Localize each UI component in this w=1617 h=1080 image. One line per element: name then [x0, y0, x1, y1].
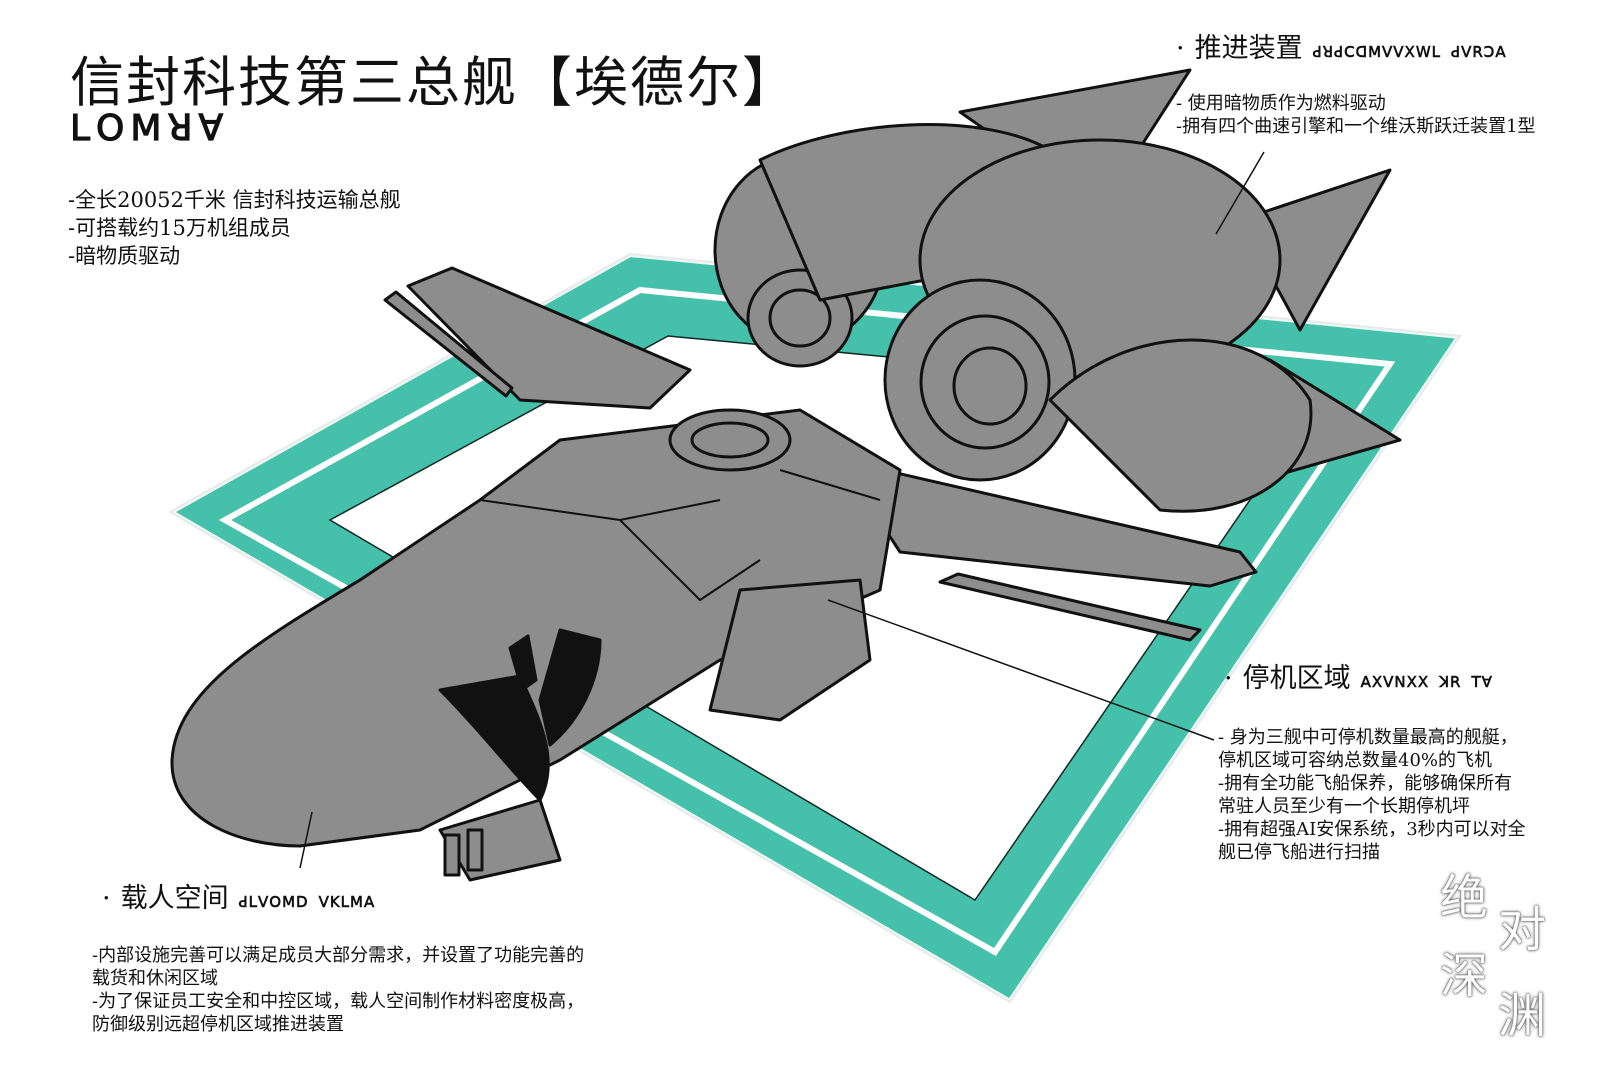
- dock-heading-text: 停机区域: [1242, 663, 1351, 694]
- spec-list: -全长20052千米 信封科技运输总舰 -可搭载约15万机组成员 -暗物质驱动: [68, 186, 401, 270]
- dock-line: 停机区域可容纳总数量40%的飞机: [1218, 750, 1493, 771]
- dock-line: 舰已停飞船进行扫描: [1218, 842, 1380, 863]
- dock-line: -拥有超强AI安保系统，3秒内可以对全: [1218, 819, 1526, 840]
- dock-line: -拥有全功能飞船保养，能够确保所有: [1218, 773, 1513, 794]
- cabin-script: ꓒꓡꓦꓳꓟꓓ ꓦꓗꓡꓟꓮ: [238, 893, 376, 911]
- engine-line: -拥有四个曲速引擎和一个维沃斯跃迁装置1型: [1176, 116, 1536, 137]
- title-script: ꓡꓳꓟꓤꓯ: [70, 108, 230, 149]
- watermark-char: 深: [1440, 948, 1489, 1004]
- dock-line: 常驻人员至少有一个长期停机坪: [1218, 796, 1470, 817]
- callout-lines: [299, 151, 1265, 869]
- cabin-heading-text: 载人空间: [120, 883, 229, 914]
- dock-desc: - 身为三舰中可停机数量最高的舰艇， 停机区域可容纳总数量40%的飞机 -拥有全…: [1218, 726, 1526, 864]
- starship: [170, 68, 1402, 882]
- dock-line: - 身为三舰中可停机数量最高的舰艇，: [1218, 727, 1518, 748]
- cabin-desc: -内部设施完善可以满足成员大部分需求，并设置了功能完善的 载货和休闲区域 -为了…: [92, 944, 584, 1036]
- engine-heading-text: 推进装置: [1194, 33, 1303, 64]
- cabin-line: -内部设施完善可以满足成员大部分需求，并设置了功能完善的: [92, 945, 585, 966]
- watermark-char: 渊: [1498, 988, 1547, 1044]
- watermark-char: 对: [1498, 902, 1547, 958]
- page-title: 信封科技第三总舰【埃德尔】: [70, 51, 798, 114]
- spec-line: -全长20052千米 信封科技运输总舰: [68, 188, 401, 212]
- engine-script: ꓒꓤꓒꓚꓷꓟꓦꓦꓫꓪꓡ ꓒꓦꓣꓛꓮ: [1312, 43, 1507, 61]
- engine-desc: - 使用暗物质作为燃料驱动 -拥有四个曲速引擎和一个维沃斯跃迁装置1型: [1176, 92, 1536, 138]
- engine-line: - 使用暗物质作为燃料驱动: [1176, 93, 1386, 114]
- spec-line: -可搭载约15万机组成员: [68, 216, 291, 240]
- spec-line: -暗物质驱动: [68, 244, 181, 268]
- cabin-line: -为了保证员工安全和中控区域，载人空间制作材料密度极高，: [92, 991, 585, 1012]
- cabin-line: 防御级别远超停机区域推进装置: [92, 1014, 344, 1035]
- dock-script: ꓮꓫꓦꓠꓫꓫ ꓘꓣ ꓔꓯ: [1360, 673, 1493, 691]
- cabin-line: 载货和休闲区域: [92, 968, 218, 989]
- watermark-char: 绝: [1440, 870, 1489, 926]
